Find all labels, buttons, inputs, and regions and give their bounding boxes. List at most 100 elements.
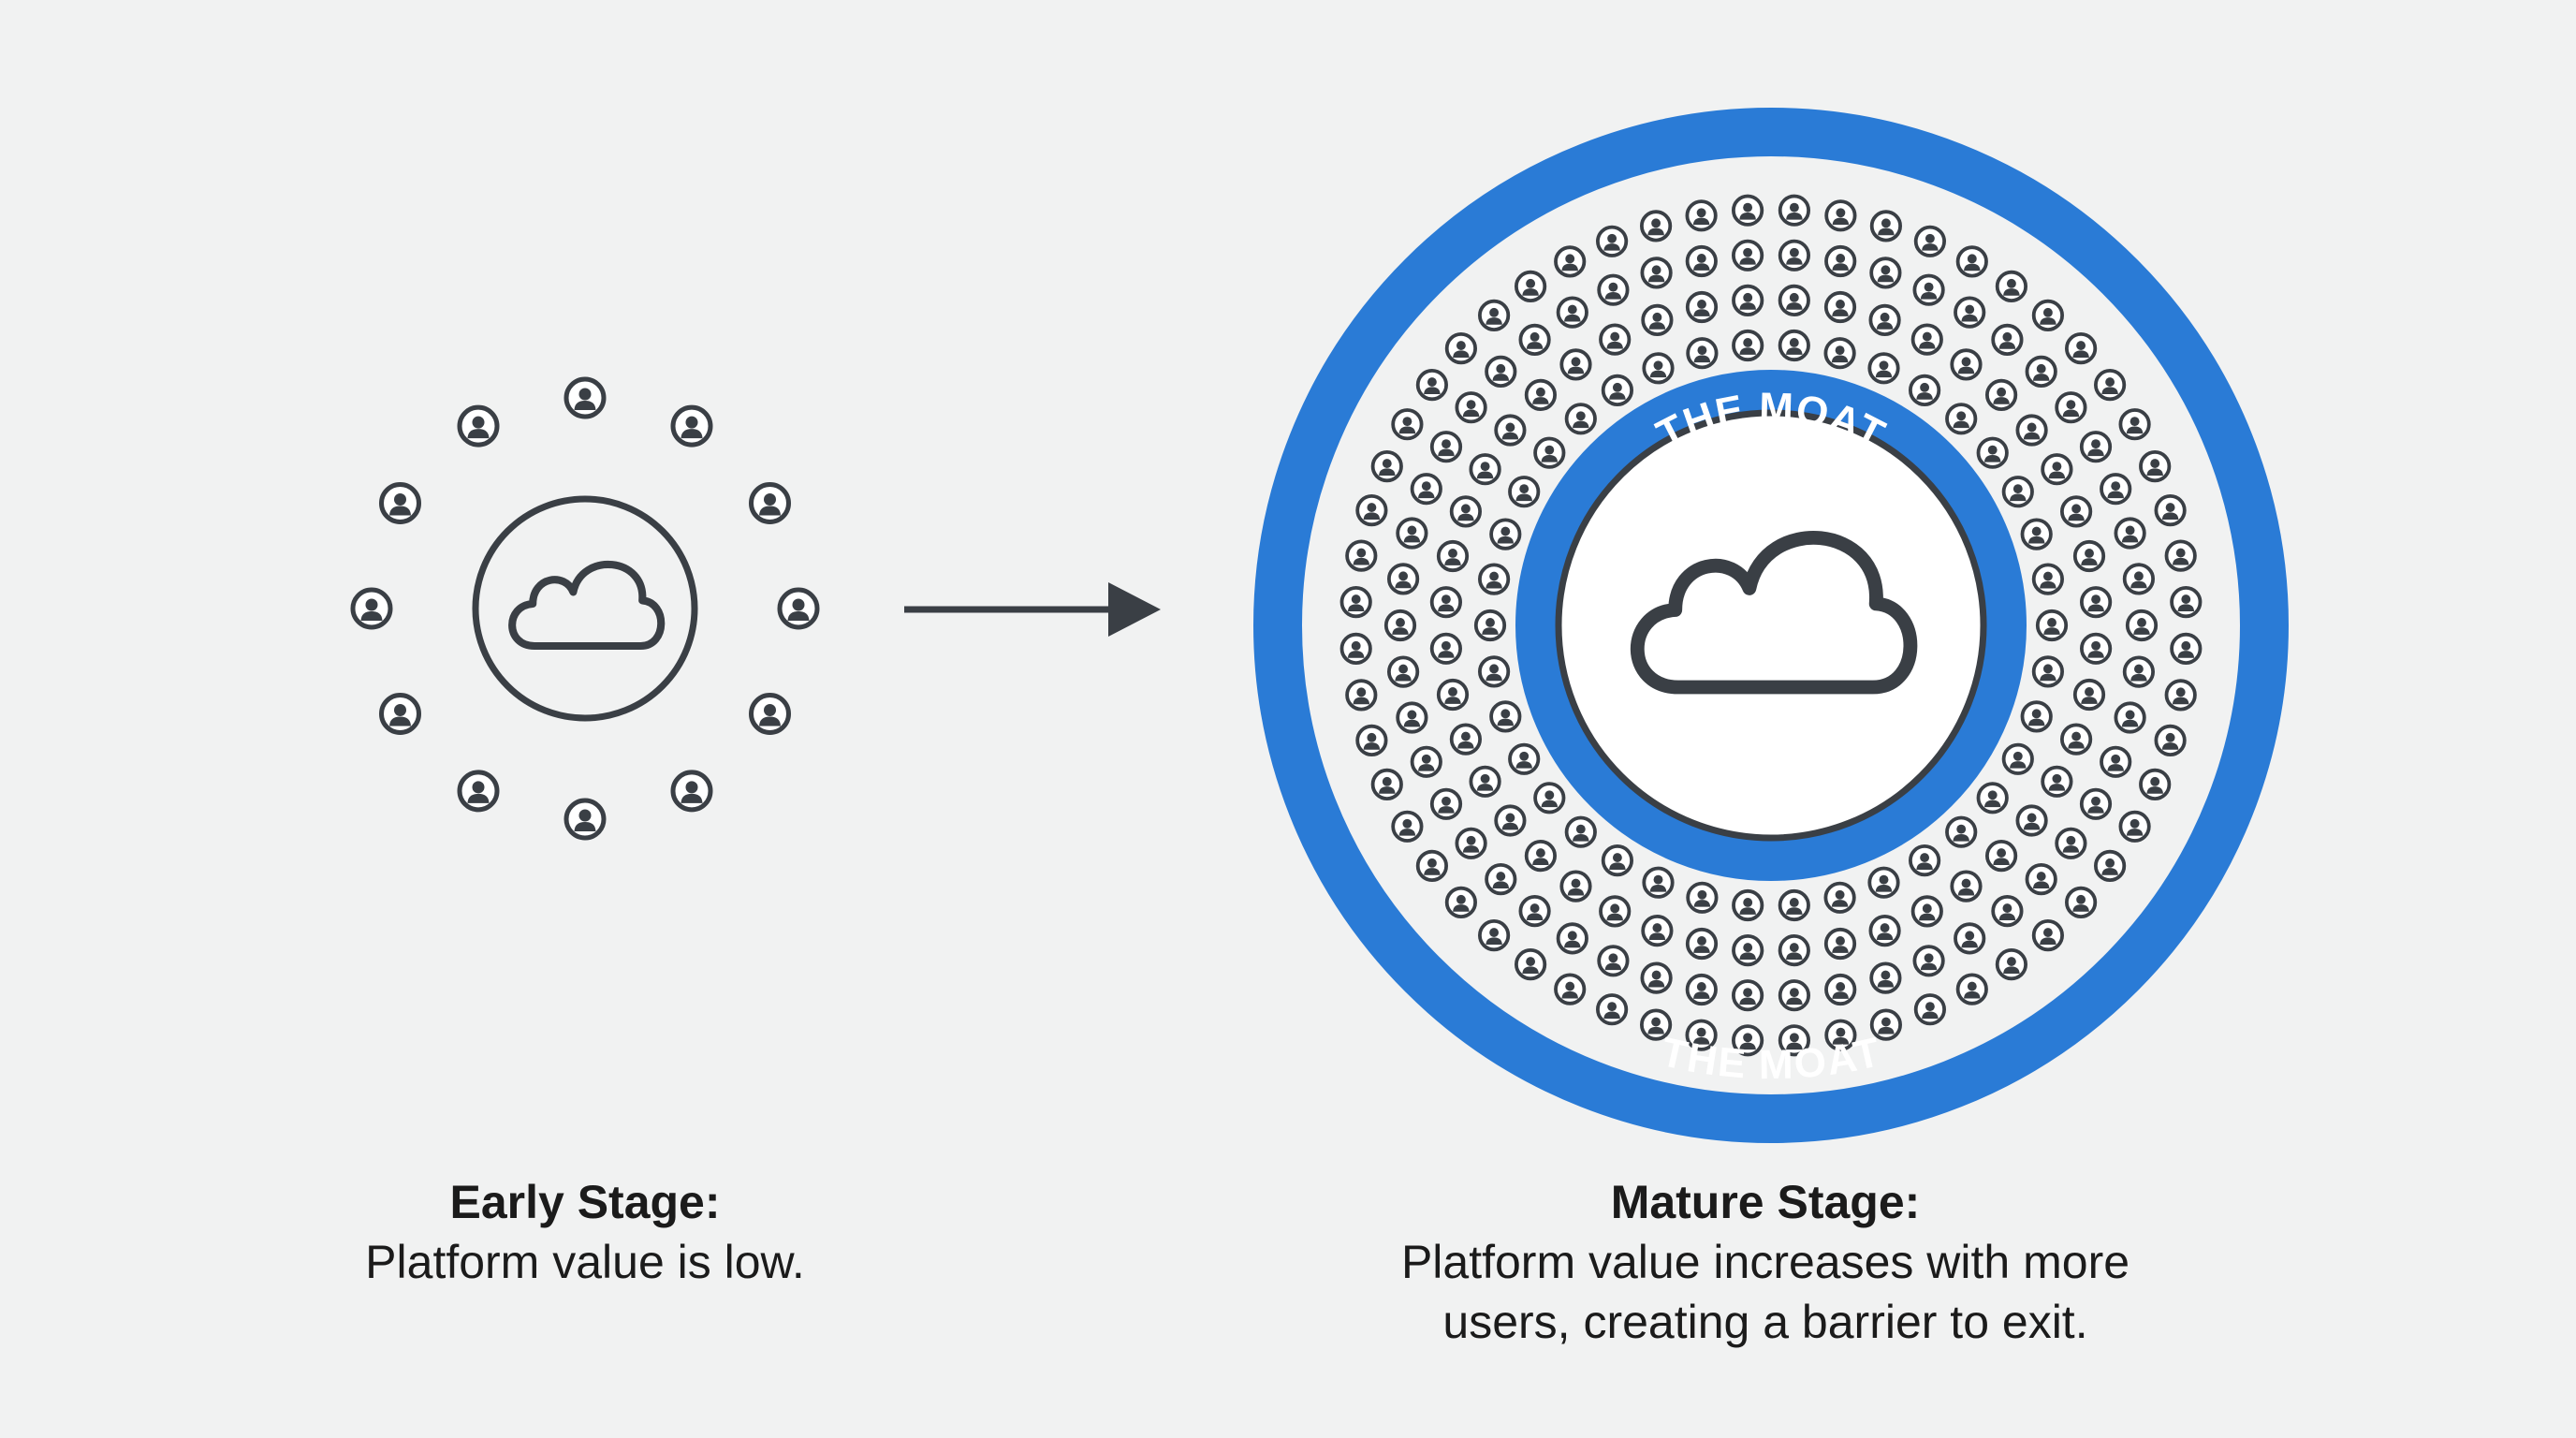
user-icon	[2001, 476, 2034, 508]
user-icon	[2170, 585, 2203, 619]
user-icon	[1912, 945, 1945, 977]
user-icon	[2122, 563, 2155, 595]
user-icon	[1686, 881, 1719, 914]
user-icon	[460, 772, 497, 810]
inner-moat-ring	[1515, 370, 2027, 881]
user-icon	[2060, 495, 2093, 528]
user-icon	[1909, 374, 1941, 407]
user-icon	[1732, 979, 1764, 1012]
user-icon	[1391, 408, 1424, 441]
user-icon	[1559, 348, 1592, 381]
early-stage-description: Platform value is low.	[365, 1236, 805, 1288]
user-icon	[1515, 270, 1547, 303]
user-icon	[1642, 352, 1675, 385]
user-icon	[1640, 257, 1673, 289]
user-icon	[2055, 827, 2087, 859]
user-icon	[2164, 679, 2197, 712]
user-icon	[2031, 299, 2064, 332]
user-icon	[1370, 768, 1403, 801]
user-icon	[1991, 323, 2024, 357]
user-icon	[2015, 414, 2048, 447]
user-icon	[2154, 493, 2187, 527]
user-icon	[1955, 973, 1988, 1005]
mature-stage-title: Mature Stage:	[1610, 1176, 1921, 1228]
user-icon	[1556, 296, 1588, 329]
user-icon	[1912, 273, 1945, 306]
user-icon	[1436, 678, 1470, 712]
user-icon	[2001, 742, 2034, 775]
user-icon	[1554, 245, 1587, 278]
user-icon	[1778, 284, 1810, 317]
user-icon	[566, 379, 604, 417]
user-icon	[1415, 368, 1448, 402]
user-icon	[1685, 927, 1719, 961]
user-icon	[752, 485, 789, 522]
user-icon	[1778, 888, 1810, 922]
user-icon	[1469, 453, 1501, 486]
outer-moat-ring	[1253, 108, 2289, 1143]
user-icon	[1515, 947, 1547, 981]
user-icon	[2114, 701, 2146, 734]
user-icon	[2122, 655, 2155, 688]
user-icon	[1473, 609, 1507, 642]
user-icon	[1641, 914, 1674, 947]
user-icon	[673, 772, 710, 810]
user-icon	[1508, 476, 1541, 508]
user-icon	[2055, 391, 2087, 424]
mature-stage-description-line2: users, creating a barrier to exit.	[1442, 1296, 2088, 1348]
user-icon	[2041, 765, 2073, 798]
user-icon	[1869, 210, 1902, 242]
user-icon	[2025, 355, 2057, 389]
user-icon	[1455, 391, 1487, 424]
user-icon	[2125, 609, 2159, 642]
user-icon	[1732, 933, 1764, 967]
user-icon	[1976, 436, 2009, 469]
user-icon	[2020, 518, 2053, 550]
user-icon	[1444, 886, 1477, 919]
user-icon	[1339, 632, 1372, 666]
moat-label-bottom: THE MOAT	[1657, 1029, 1885, 1088]
user-icon	[1954, 296, 1986, 329]
user-icon	[1976, 782, 2009, 814]
user-icon	[780, 590, 817, 627]
user-icon	[1429, 431, 1463, 463]
mature-stage-diagram: THE MOAT THE MOAT	[1253, 108, 2289, 1143]
user-icon	[1518, 323, 1551, 357]
user-icon	[1455, 827, 1487, 859]
user-icon	[2170, 632, 2203, 666]
user-icon	[2072, 678, 2106, 712]
user-icon	[1824, 199, 1857, 232]
user-icon	[1823, 290, 1857, 324]
user-icon	[566, 800, 604, 838]
user-icon	[1469, 765, 1501, 798]
mature-stage-description-line1: Platform value increases with more	[1400, 1236, 2130, 1288]
user-icon	[1945, 403, 1978, 435]
user-icon	[382, 696, 419, 733]
user-icon	[1824, 244, 1857, 278]
user-icon	[1524, 839, 1557, 873]
user-icon	[1559, 870, 1592, 902]
user-icon	[1642, 866, 1675, 899]
user-icon	[1868, 303, 1901, 337]
user-icon	[2164, 539, 2197, 572]
user-icon	[1554, 973, 1587, 1005]
user-icon	[1478, 299, 1511, 332]
user-icon	[1533, 782, 1566, 814]
user-icon	[2031, 655, 2064, 688]
user-icon	[2079, 787, 2113, 820]
user-icon	[1355, 493, 1388, 527]
user-icon	[1995, 947, 2027, 981]
user-icon	[1478, 918, 1511, 952]
user-icon	[2031, 563, 2064, 595]
user-icon	[2139, 449, 2172, 483]
user-icon	[1489, 700, 1522, 733]
user-icon	[460, 407, 497, 445]
early-stage-caption: Early Stage: Platform value is low.	[211, 1172, 959, 1292]
user-icon	[1429, 787, 1463, 820]
user-icon	[1436, 539, 1470, 573]
user-icon	[1945, 815, 1978, 848]
user-icon	[1867, 352, 1900, 385]
user-icon	[1985, 378, 2018, 412]
user-icon	[2072, 539, 2106, 573]
